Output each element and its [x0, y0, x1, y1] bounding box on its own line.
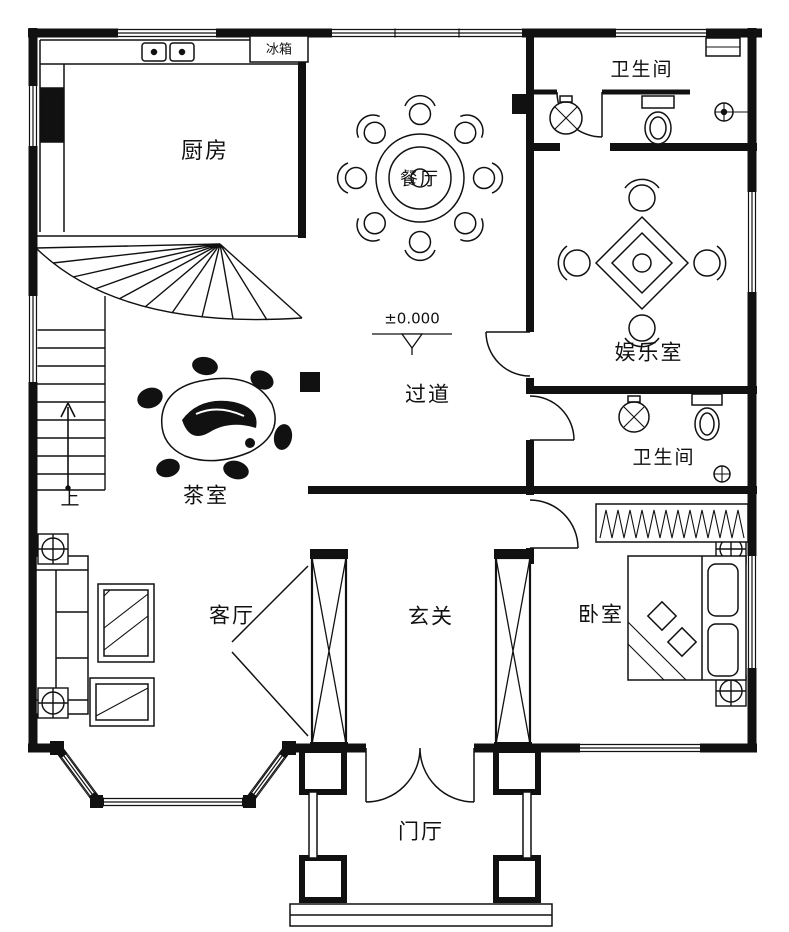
toilet-icon [641, 95, 675, 145]
bathroom-top-fixtures [549, 37, 748, 145]
porch-column [493, 855, 541, 903]
kitchen-counter [36, 35, 309, 237]
room-label-corridor: 过道 [405, 383, 451, 407]
main-entrance-double-door [365, 747, 475, 803]
bathroom-mid-fixtures [618, 393, 731, 483]
kitchen-appliance [40, 87, 64, 143]
stairs-up-arrow [60, 402, 76, 487]
stairs [35, 243, 303, 491]
room-label-dining: 餐厅 [400, 169, 440, 189]
drain-icon [713, 465, 731, 483]
elevation-marker [372, 333, 452, 355]
room-label-bathroom-mid: 卫生间 [632, 447, 696, 469]
fridge-box [249, 35, 309, 63]
bay-window [61, 753, 285, 797]
sink-icon [618, 395, 650, 433]
dining-chairs [336, 94, 504, 262]
coffee-table [97, 583, 155, 663]
side-table [89, 677, 155, 727]
room-label-entertainment: 娱乐室 [614, 341, 684, 365]
dining-table [336, 94, 504, 262]
interior-walls [298, 29, 757, 564]
living-room-opening [231, 565, 309, 737]
room-label-tea: 茶室 [183, 484, 229, 508]
column-cross-symbols [37, 533, 747, 719]
bed [627, 555, 747, 681]
toilet-icon [691, 393, 723, 441]
room-label-living: 客厅 [209, 604, 255, 628]
tea-table-art [137, 356, 293, 480]
room-label-bedroom: 卧室 [578, 603, 624, 627]
shelf-icon [705, 37, 741, 57]
bathroom-mid-door [529, 395, 575, 441]
porch-column [299, 747, 347, 795]
porch-column [493, 747, 541, 795]
elevation-label: ±0.000 [384, 309, 440, 328]
room-label-fridge: 冰箱 [265, 41, 293, 57]
porch-column [299, 855, 347, 903]
room-label-bathroom-top: 卫生间 [610, 59, 674, 81]
porch [289, 747, 553, 927]
windows [28, 28, 757, 807]
room-label-kitchen: 厨房 [180, 138, 230, 163]
entertainment-chairs [557, 178, 727, 348]
room-label-foyer: 门厅 [398, 820, 444, 844]
sink-icon [549, 95, 583, 135]
bedroom-door [529, 499, 579, 549]
wardrobe [595, 503, 749, 543]
stairs-up-label: 上 [60, 488, 82, 510]
doors [231, 91, 603, 803]
entrance-piers [310, 549, 532, 750]
tea-seats [137, 356, 293, 480]
entertainment-room-door [485, 331, 531, 377]
shower-icon [714, 102, 748, 122]
structural-columns [50, 94, 532, 808]
kitchen-sink [141, 42, 167, 62]
entertainment-table [557, 178, 727, 348]
room-label-entrance-hall: 玄关 [408, 605, 454, 629]
